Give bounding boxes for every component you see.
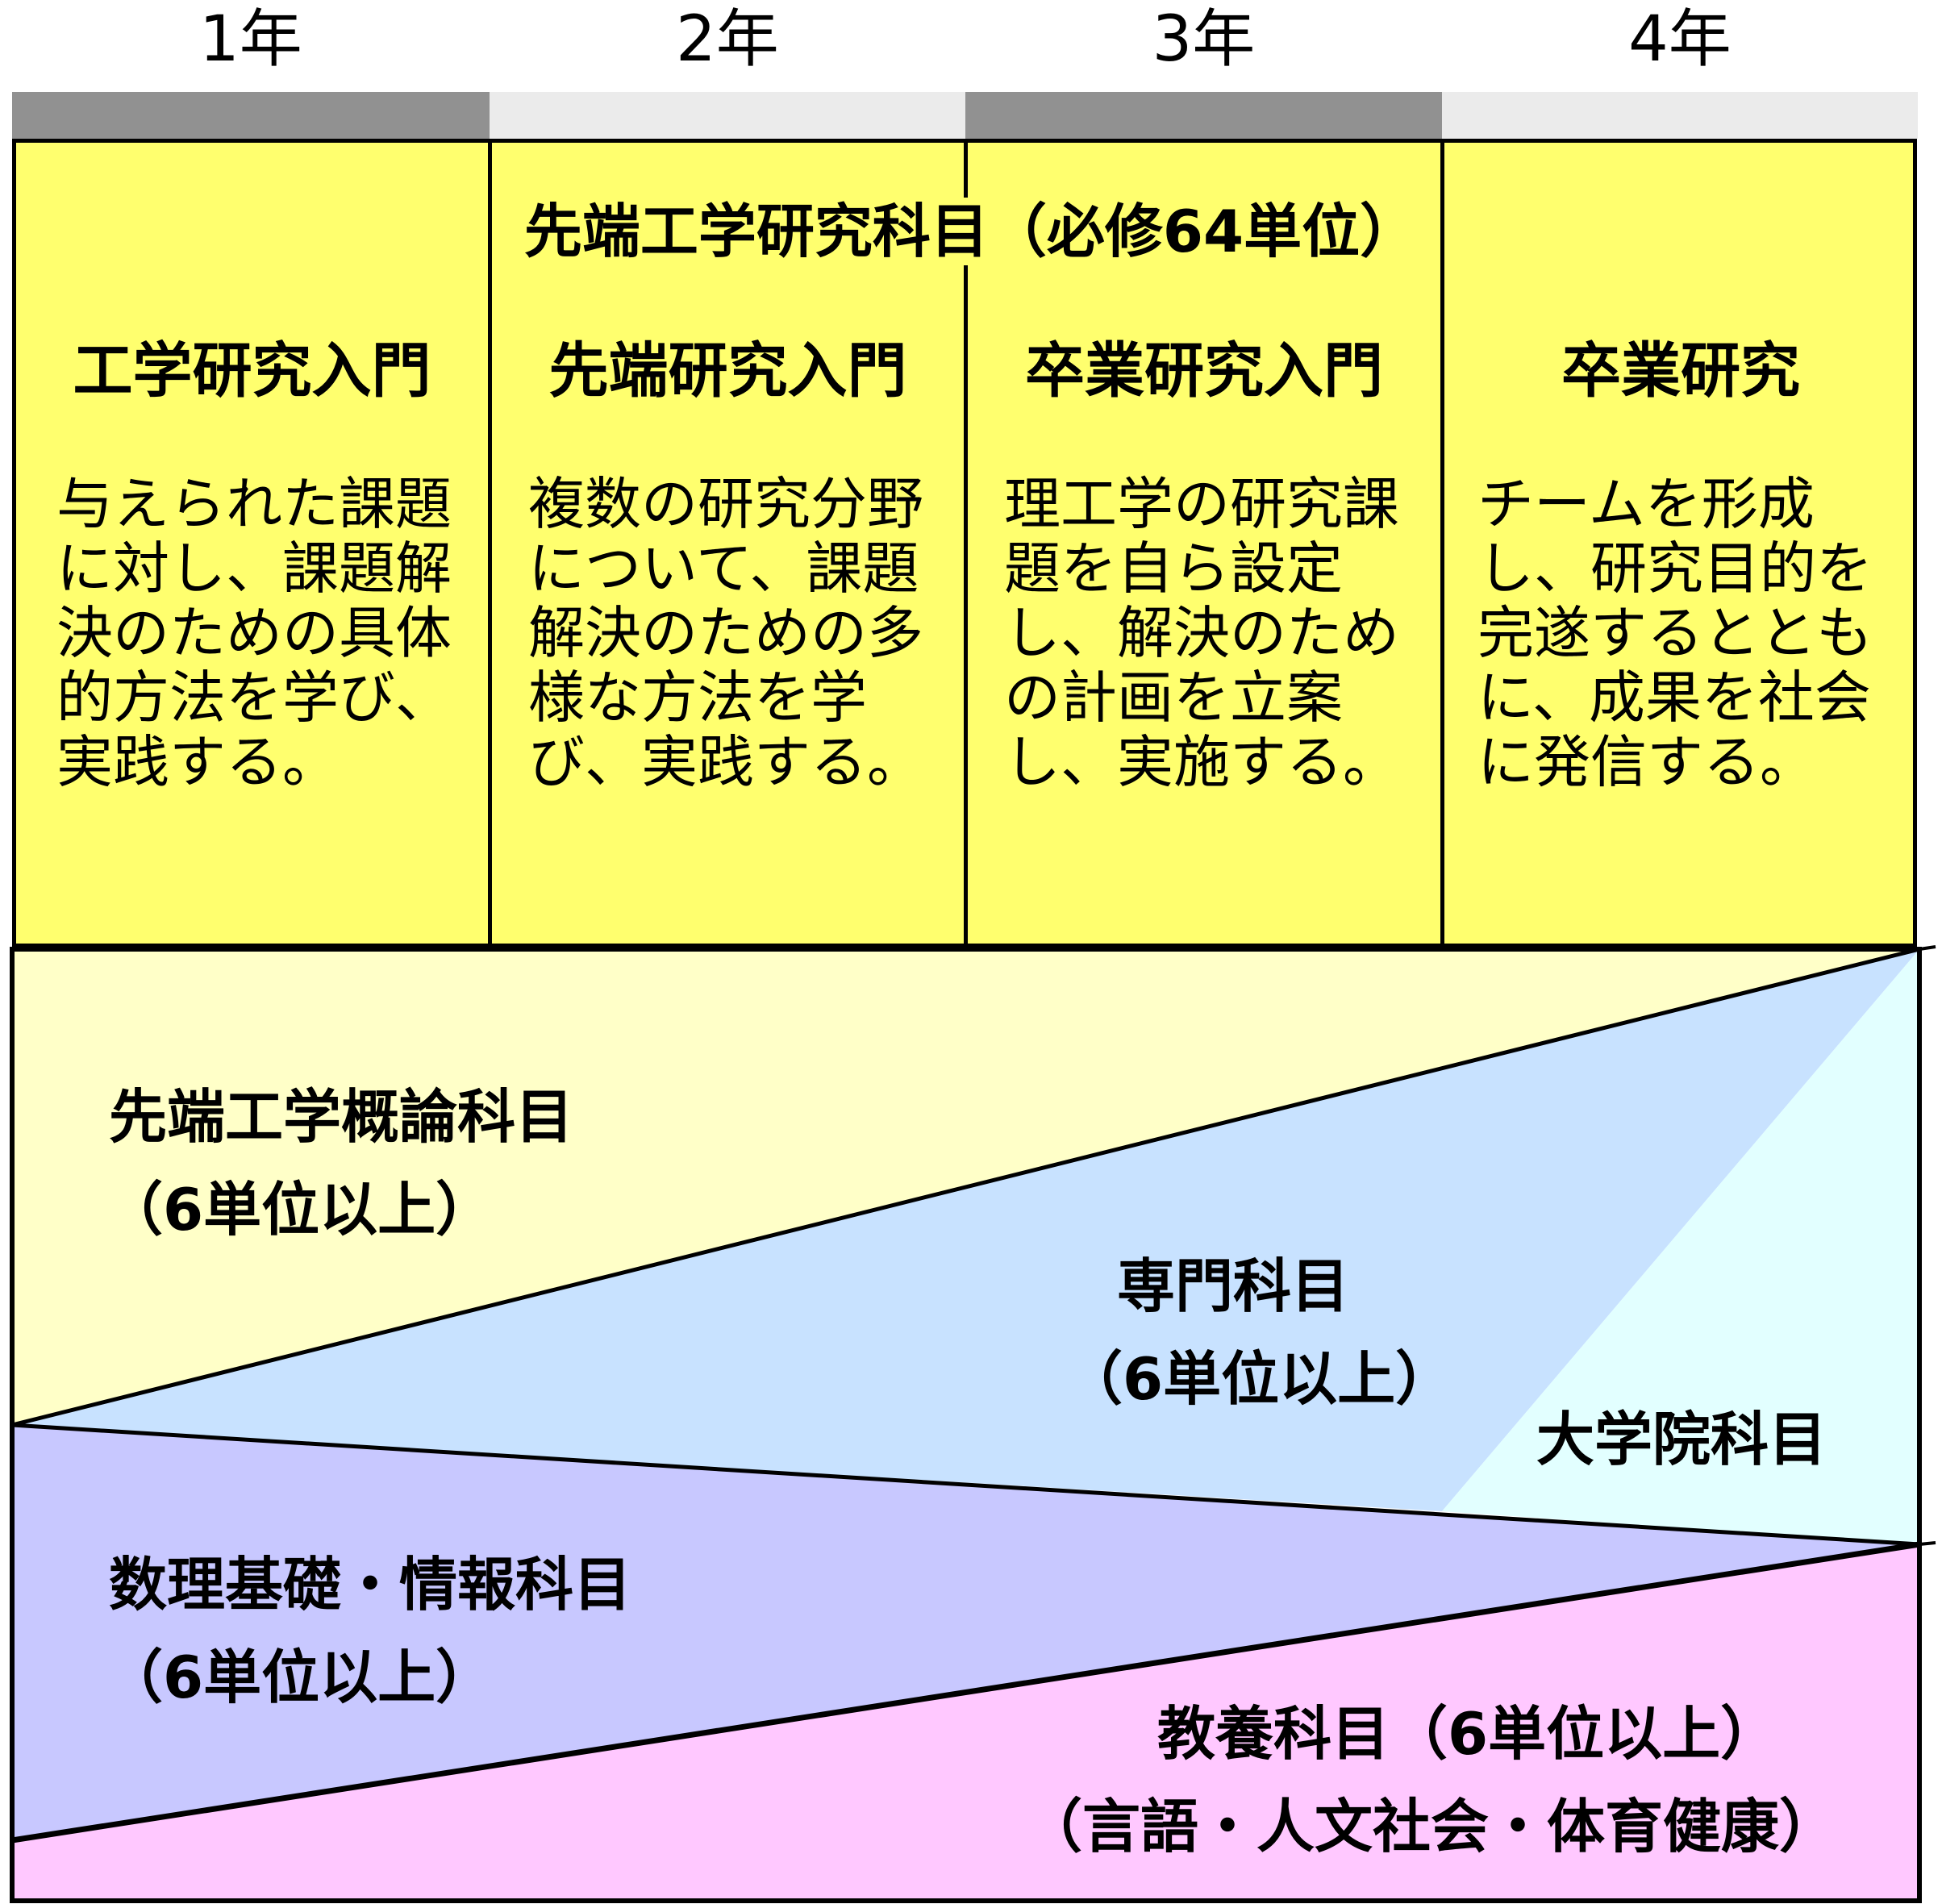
column-divider-1: [488, 139, 492, 948]
specialized-credits: （6単位以上）: [1065, 1345, 1454, 1413]
year-bar-4: [1442, 92, 1918, 139]
year-bar-3: [965, 92, 1442, 139]
graduate-label: 大学院科目: [1536, 1406, 1827, 1473]
year-bar-1: [12, 92, 490, 139]
advanced-overview-credits: （6単位以上）: [105, 1176, 494, 1244]
column-title-3: 卒業研究入門: [1025, 336, 1383, 406]
column-description-3: 理工学の研究課題を自ら設定し、解決のための計画を立案し、実施する。: [1004, 471, 1399, 795]
column-title-1: 工学研究入門: [73, 336, 431, 406]
column-description-1: 与えられた課題に対し、課題解決のための具体的方法を学び、実践する。: [56, 471, 452, 795]
year-label-4: 4年: [1628, 3, 1732, 76]
math-info-area: [12, 1425, 1919, 1840]
year-bar-2: [490, 92, 965, 139]
column-title-2: 先端研究入門: [548, 336, 907, 406]
liberal-arts-label: 教養科目（6単位以上）: [1157, 1700, 1779, 1768]
year-label-2: 2年: [676, 3, 779, 76]
advanced-overview-label: 先端工学概論科目: [109, 1083, 574, 1151]
column-divider-3: [1440, 139, 1444, 948]
graduate-area: [1442, 949, 1919, 1544]
column-description-4: チームを形成し、研究目的を完遂するとともに、成果を社会に発信する。: [1477, 471, 1873, 795]
column-description-2: 複数の研究分野について、課題解決のための多様な方法を学び、実践する。: [528, 471, 923, 795]
column-title-4: 卒業研究: [1561, 336, 1800, 406]
year-label-3: 3年: [1152, 3, 1256, 76]
math-info-label: 数理基礎・情報科目: [109, 1551, 632, 1619]
math-info-credits: （6単位以上）: [105, 1644, 494, 1711]
liberal-arts-detail: （言語・人文社会・体育健康）: [1024, 1793, 1838, 1860]
column-divider-2: [964, 139, 968, 948]
liberal-arts-area: [12, 1544, 1919, 1901]
year-label-1: 1年: [199, 3, 302, 76]
specialized-area: [12, 949, 1919, 1511]
research-banner: 先端工学研究科目（必修64単位）: [0, 187, 1942, 276]
specialized-label: 専門科目: [1117, 1252, 1350, 1320]
